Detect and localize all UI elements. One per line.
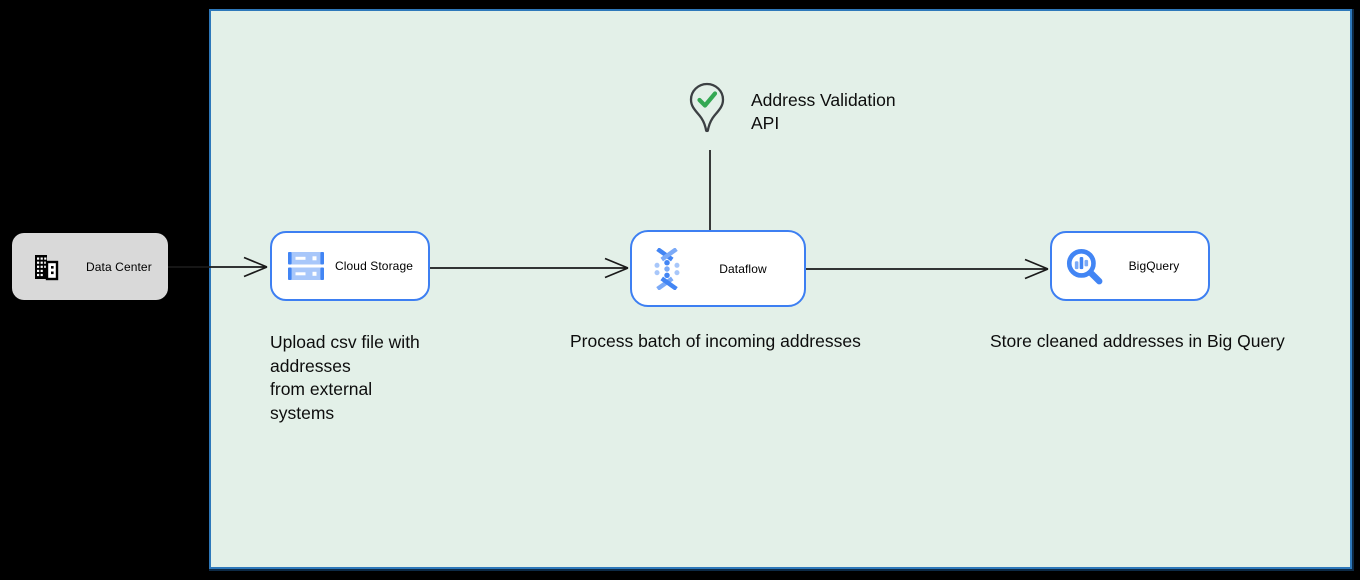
cloud-storage-icon <box>288 252 324 280</box>
connector-storage-to-dataflow[interactable] <box>430 257 629 279</box>
caption-dataflow: Process batch of incoming addresses <box>570 331 861 351</box>
dataflow-icon <box>654 247 680 290</box>
node-label-cloud-storage: Cloud Storage <box>334 259 414 273</box>
node-label-dataflow: Dataflow <box>719 261 767 276</box>
data-center-icon <box>35 254 59 280</box>
node-data-center[interactable]: Data Center <box>12 233 168 300</box>
node-address-validation-api[interactable] <box>689 82 725 134</box>
caption-cloud-storage: Upload csv file with addresses from exte… <box>270 332 420 424</box>
bigquery-icon <box>1066 248 1103 285</box>
node-dataflow[interactable]: Dataflow <box>630 230 806 307</box>
address-validation-api-label: Address Validation API <box>751 90 896 133</box>
connector-datacenter-to-storage[interactable] <box>168 256 268 278</box>
connector-dataflow-to-bigquery[interactable] <box>806 258 1049 280</box>
node-label-data-center: Data Center <box>86 259 152 274</box>
map-pin-check-icon <box>689 82 725 133</box>
node-bigquery[interactable]: BigQuery <box>1050 231 1210 301</box>
node-label-bigquery: BigQuery <box>1128 259 1180 273</box>
caption-bigquery: Store cleaned addresses in Big Query <box>990 331 1285 351</box>
node-cloud-storage[interactable]: Cloud Storage <box>270 231 430 301</box>
